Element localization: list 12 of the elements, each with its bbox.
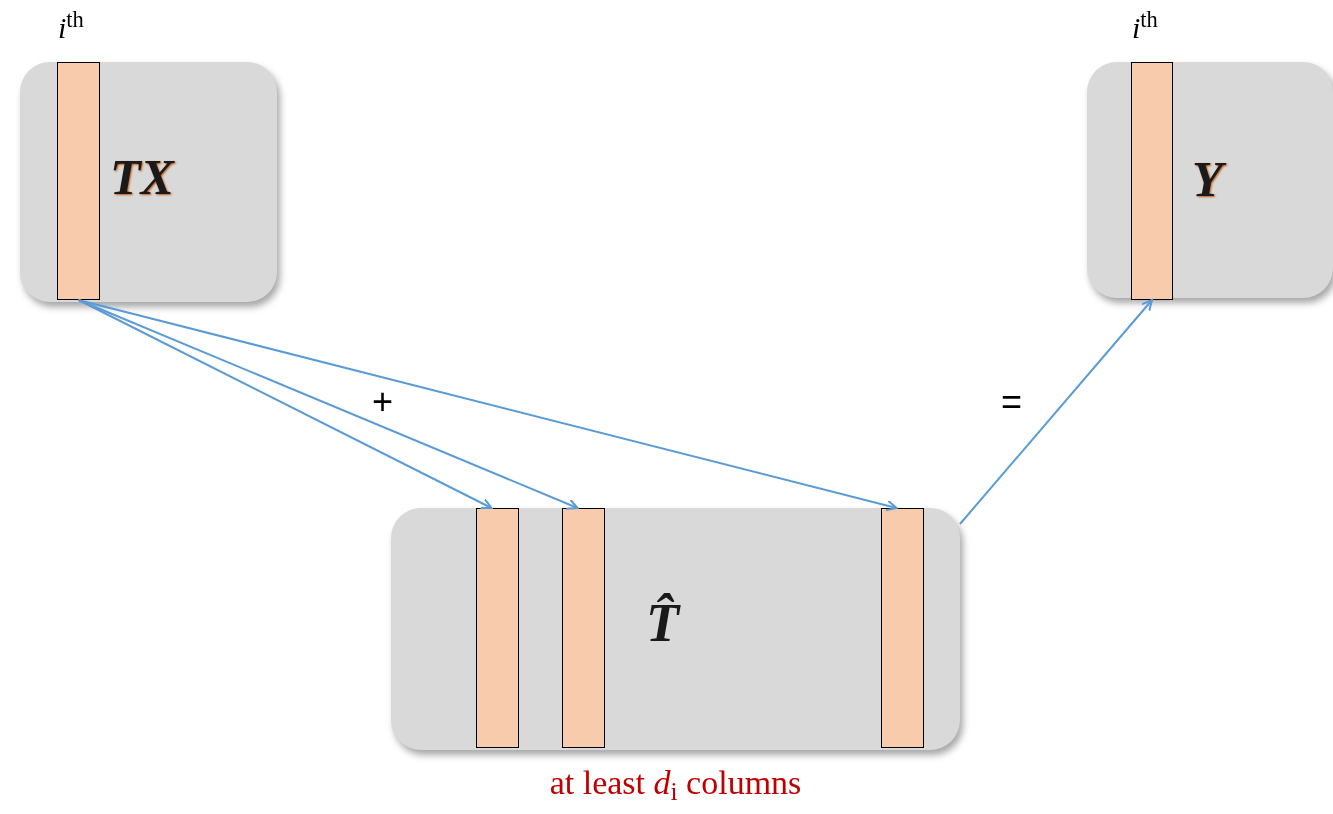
- column-index-label: i$^{th}$: [1132, 13, 1158, 43]
- column-bar: [476, 508, 519, 748]
- column-index-label: i$^{th}$: [58, 13, 84, 43]
- column-count-note: at least d$_{i}$ columns: [548, 766, 803, 800]
- column-bar: [881, 508, 924, 748]
- arrow: [959, 299, 1153, 525]
- operator-label: +: [372, 384, 394, 420]
- matrix-symbol: TX: [110, 152, 174, 202]
- arrow: [77, 299, 898, 512]
- operator-label: =: [1001, 384, 1023, 420]
- column-bar: [562, 508, 605, 748]
- arrow: [77, 299, 579, 510]
